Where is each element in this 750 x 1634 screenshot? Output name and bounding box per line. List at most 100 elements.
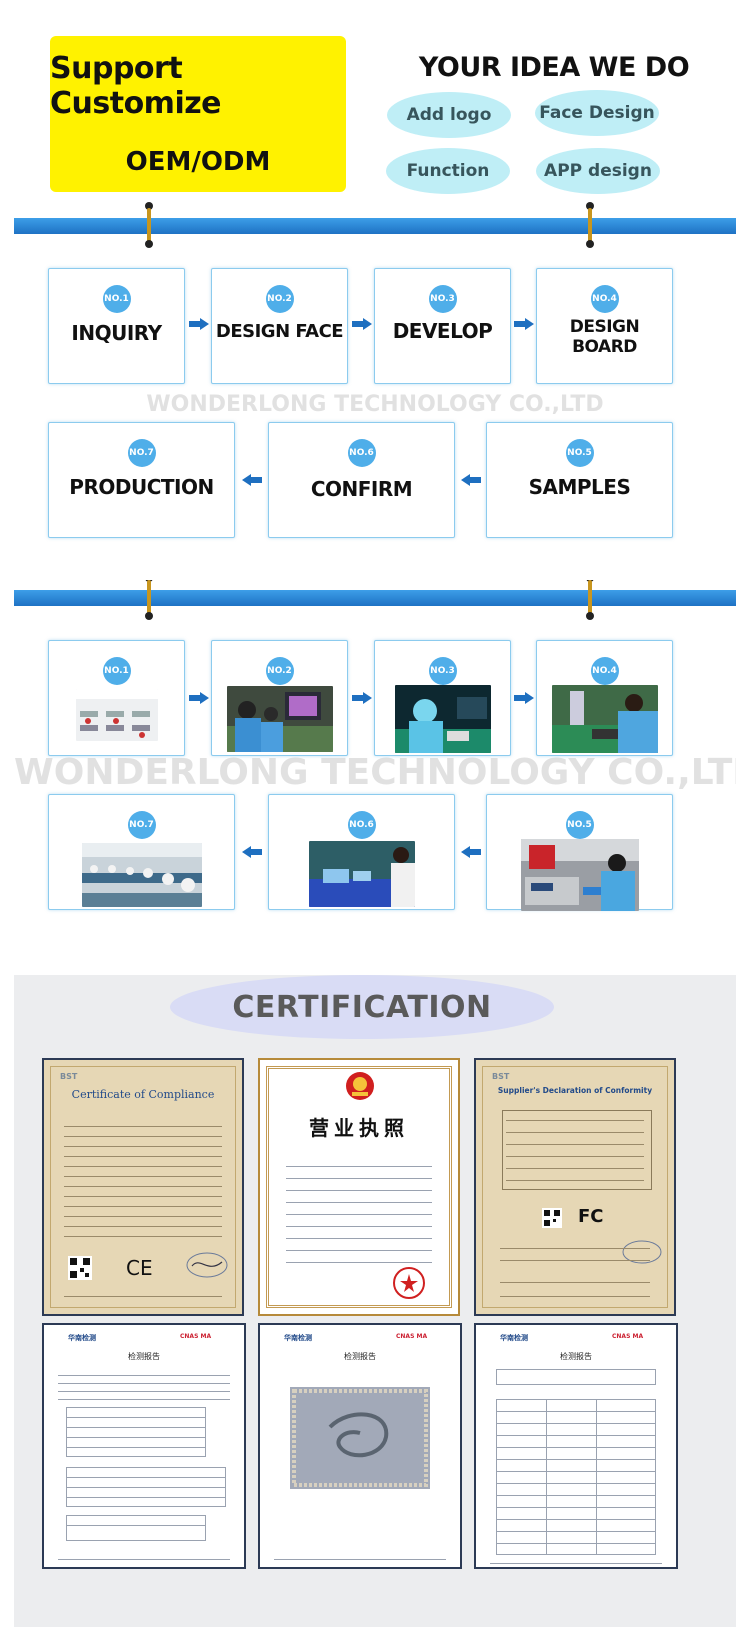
office-workers-photo	[75, 689, 158, 741]
step-card-design-face: NO.2 DESIGN FACE	[211, 268, 348, 384]
arrow-right-icon	[514, 318, 534, 330]
fcc-mark: FC	[578, 1206, 604, 1227]
photo-card-6: NO.6	[268, 794, 455, 910]
step-number-badge: NO.7	[127, 811, 156, 839]
confirm-inspection-photo	[308, 841, 415, 907]
step-number-badge: NO.5	[565, 811, 594, 839]
cert-title: 检测报告	[128, 1352, 160, 1361]
cert-title: 检测报告	[344, 1352, 376, 1361]
step-number-badge: NO.2	[265, 285, 294, 313]
step-card-confirm: NO.6 CONFIRM	[268, 422, 455, 538]
process-steps-panel: Support Customize OEM/ODM YOUR IDEA WE D…	[14, 10, 736, 580]
arrow-right-icon	[189, 692, 209, 704]
step-label: INQUIRY	[71, 321, 162, 345]
qr-code-icon	[68, 1256, 92, 1280]
step-label: DEVELOP	[392, 319, 493, 343]
board-assembly-photo	[551, 685, 658, 753]
arrow-left-icon	[242, 846, 262, 858]
product-sample-photo	[290, 1387, 430, 1489]
photo-card-5: NO.5	[486, 794, 673, 911]
hn-testing-logo: 华南检测	[500, 1334, 528, 1342]
arrow-right-icon	[352, 318, 372, 330]
step-number-badge: NO.5	[565, 439, 594, 467]
option-add-logo: Add logo	[387, 92, 511, 138]
business-license: 营业执照	[258, 1058, 460, 1316]
production-line-photo	[81, 843, 202, 907]
step-label: CONFIRM	[310, 477, 413, 501]
step-number-badge: NO.4	[590, 285, 619, 313]
step-number-badge: NO.6	[347, 439, 376, 467]
arrow-left-icon	[461, 474, 481, 486]
design-workstation-photo	[226, 686, 333, 752]
fcc-declaration: BST Supplier's Declaration of Conformity…	[474, 1058, 676, 1316]
cert-title: 检测报告	[560, 1352, 592, 1361]
factory-photos-panel: NO.1 NO.2 NO.3 NO.4	[14, 580, 736, 960]
red-seal-stamp-icon	[393, 1267, 425, 1299]
option-function: Function	[386, 148, 510, 194]
test-report-3: 华南检测 CNAS MA 检测报告	[474, 1323, 678, 1569]
oem-odm-label: OEM/ODM	[125, 147, 271, 177]
step-number-badge: NO.4	[590, 657, 619, 685]
ce-certificate: BST Certificate of Compliance CE	[42, 1058, 244, 1316]
photo-card-3: NO.3	[374, 640, 511, 756]
photo-card-7: NO.7	[48, 794, 235, 910]
step-number-badge: NO.2	[265, 657, 294, 685]
company-watermark: WONDERLONG TECHNOLOGY CO.,LTD	[146, 392, 604, 417]
option-face-design: Face Design	[535, 90, 659, 136]
step-card-production: NO.7 PRODUCTION	[48, 422, 235, 538]
step-label: DESIGN FACE	[215, 321, 344, 342]
step-number-badge: NO.1	[102, 657, 131, 685]
certification-panel: CERTIFICATION BST Certificate of Complia…	[14, 975, 736, 1627]
step-label: SAMPLES	[528, 475, 631, 499]
step-number-badge: NO.6	[347, 811, 376, 839]
step-number-badge: NO.7	[127, 439, 156, 467]
photo-card-1: NO.1	[48, 640, 185, 756]
support-customize-title: Support Customize	[50, 51, 222, 121]
accreditation-marks: CNAS MA	[180, 1333, 212, 1340]
arrow-left-icon	[242, 474, 262, 486]
hanging-pin	[586, 580, 594, 620]
signature-stamp-icon	[186, 1252, 228, 1278]
arrow-right-icon	[189, 318, 209, 330]
test-report-1: 华南检测 CNAS MA 检测报告	[42, 1323, 246, 1569]
cert-title: Certificate of Compliance	[71, 1088, 215, 1101]
lab-engineer-photo	[394, 685, 491, 753]
blue-rail	[14, 590, 736, 606]
step-card-inquiry: NO.1 INQUIRY	[48, 268, 185, 384]
arrow-right-icon	[352, 692, 372, 704]
hanging-pin	[145, 580, 153, 620]
sample-testing-photo	[520, 839, 639, 911]
step-number-badge: NO.1	[102, 285, 131, 313]
photo-card-2: NO.2	[211, 640, 348, 756]
blue-rail	[14, 218, 736, 234]
option-app-design: APP design	[536, 148, 660, 194]
hn-testing-logo: 华南检测	[68, 1334, 96, 1342]
bst-logo: BST	[60, 1072, 78, 1081]
photo-card-4: NO.4	[536, 640, 673, 756]
hanging-pin	[145, 202, 153, 248]
step-number-badge: NO.3	[428, 285, 457, 313]
step-label: DESIGN BOARD	[569, 317, 640, 357]
accreditation-marks: CNAS MA	[612, 1333, 644, 1340]
step-card-develop: NO.3 DEVELOP	[374, 268, 511, 384]
step-card-samples: NO.5 SAMPLES	[486, 422, 673, 538]
accreditation-marks: CNAS MA	[396, 1333, 428, 1340]
step-number-badge: NO.3	[428, 657, 457, 685]
qr-code-icon	[542, 1208, 562, 1228]
certification-title: CERTIFICATION	[170, 975, 554, 1039]
ce-mark: CE	[126, 1256, 153, 1280]
cert-title: Supplier's Declaration of Conformity	[497, 1086, 653, 1095]
cert-title: 营业执照	[309, 1116, 409, 1140]
hn-testing-logo: 华南检测	[284, 1334, 312, 1342]
step-card-design-board: NO.4 DESIGN BOARD	[536, 268, 673, 384]
test-report-2: 华南检测 CNAS MA 检测报告	[258, 1323, 462, 1569]
bst-logo: BST	[492, 1072, 510, 1081]
hanging-pin	[586, 202, 594, 248]
step-label: PRODUCTION	[69, 475, 214, 499]
signature-stamp-icon	[622, 1240, 662, 1264]
your-idea-title: YOUR IDEA WE DO	[418, 52, 690, 83]
arrow-left-icon	[461, 846, 481, 858]
company-watermark: WONDERLONG TECHNOLOGY CO.,LTD	[14, 752, 736, 793]
national-emblem-icon	[346, 1072, 374, 1100]
support-customize-banner: Support Customize OEM/ODM	[50, 36, 346, 192]
